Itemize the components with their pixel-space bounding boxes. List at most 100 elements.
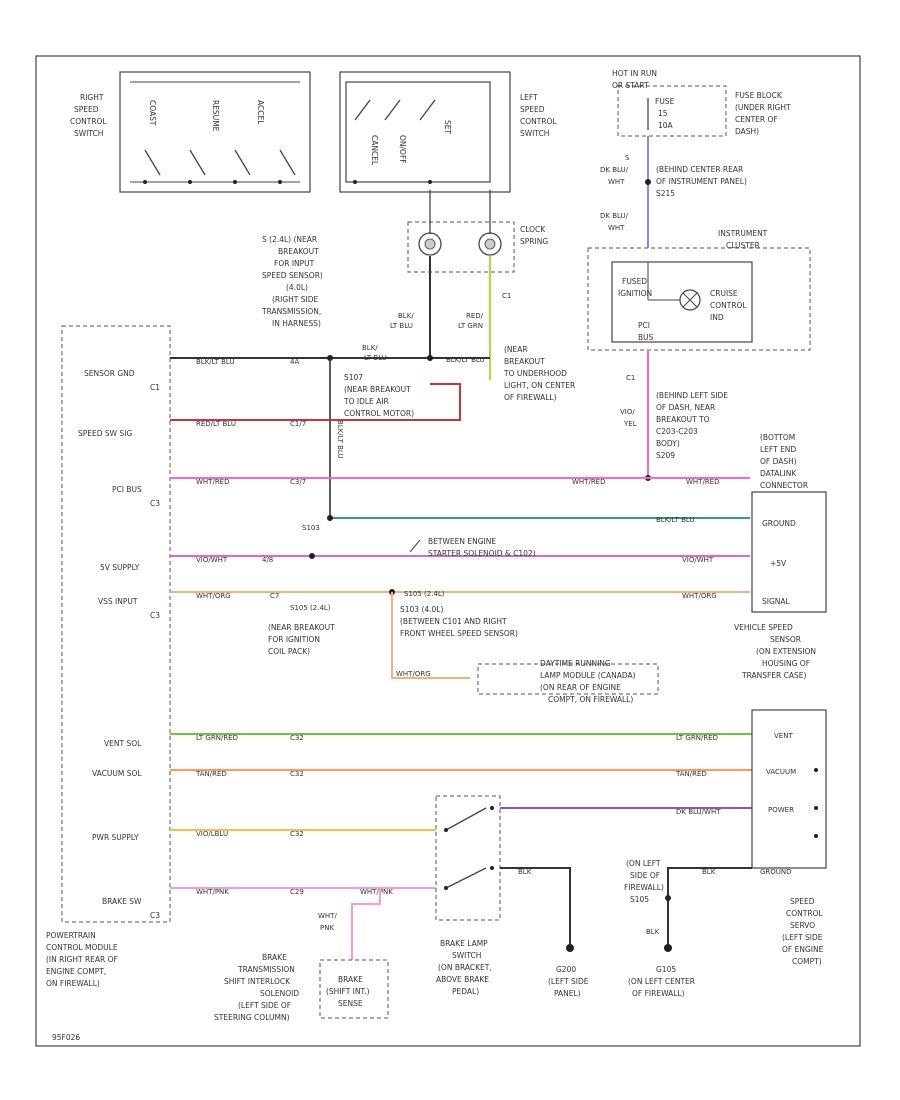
svg-text:(SHIFT INT.): (SHIFT INT.) bbox=[326, 987, 370, 996]
svg-text:WHT/RED: WHT/RED bbox=[572, 478, 606, 486]
left-switch-btn-1: CANCEL bbox=[370, 135, 379, 166]
svg-text:LT GRN/RED: LT GRN/RED bbox=[196, 734, 238, 742]
svg-text:BREAKOUT: BREAKOUT bbox=[504, 357, 545, 366]
wire-bts bbox=[351, 888, 381, 960]
svg-text:(LEFT SIDE: (LEFT SIDE bbox=[548, 977, 589, 986]
pcm-pin-5v-supply: 5V SUPPLY bbox=[100, 563, 140, 572]
svg-text:G105: G105 bbox=[656, 965, 676, 974]
bts-title: BRAKE TRANSMISSION SHIFT INTERLOCK SOLEN… bbox=[214, 953, 299, 1022]
svg-text:15: 15 bbox=[658, 109, 668, 118]
sensor-gnd-wire-labels: BLK/LT BLU 4A BLK/ LT BLU BLK/LT BLU bbox=[196, 344, 485, 366]
svg-text:DK BLU/: DK BLU/ bbox=[600, 166, 629, 174]
svg-text:BLK/LT BLU: BLK/LT BLU bbox=[196, 358, 235, 366]
svg-text:CONNECTOR: CONNECTOR bbox=[760, 481, 808, 490]
svg-text:SPEED SENSOR): SPEED SENSOR) bbox=[262, 271, 323, 280]
svg-text:C3: C3 bbox=[150, 499, 160, 508]
svg-text:TO IDLE AIR: TO IDLE AIR bbox=[343, 397, 389, 406]
svg-text:C32: C32 bbox=[290, 770, 304, 778]
svg-text:CONTROL: CONTROL bbox=[520, 117, 557, 126]
svg-text:(ON EXTENSION: (ON EXTENSION bbox=[756, 647, 816, 656]
svg-text:DK BLU/: DK BLU/ bbox=[600, 212, 629, 220]
svg-text:S215: S215 bbox=[656, 189, 675, 198]
vss-title: VEHICLE SPEED SENSOR (ON EXTENSION HOUSI… bbox=[734, 623, 816, 680]
svg-text:FOR IGNITION: FOR IGNITION bbox=[268, 635, 320, 644]
svg-text:S (2.4L) (NEAR: S (2.4L) (NEAR bbox=[262, 235, 317, 244]
svg-text:C1: C1 bbox=[502, 292, 511, 300]
svg-text:SHIFT INTERLOCK: SHIFT INTERLOCK bbox=[224, 977, 291, 986]
svg-text:INSTRUMENT: INSTRUMENT bbox=[718, 229, 768, 238]
svg-text:PANEL): PANEL) bbox=[554, 989, 581, 998]
svg-text:FUSED: FUSED bbox=[622, 277, 647, 286]
svg-text:OF DASH, NEAR: OF DASH, NEAR bbox=[656, 403, 715, 412]
svg-text:BLK: BLK bbox=[646, 928, 660, 936]
svg-text:(LEFT SIDE: (LEFT SIDE bbox=[782, 933, 823, 942]
right-switch-btn-2: RESUME bbox=[211, 100, 220, 132]
svg-text:4A: 4A bbox=[290, 358, 299, 366]
servo-title: SPEED CONTROL SERVO (LEFT SIDE OF ENGINE… bbox=[782, 897, 824, 966]
svg-text:C203-C203: C203-C203 bbox=[656, 427, 698, 436]
s-near-breakout-label: S (2.4L) (NEAR BREAKOUT FOR INPUT SPEED … bbox=[261, 235, 323, 328]
svg-text:(BEHIND CENTER REAR: (BEHIND CENTER REAR bbox=[656, 165, 743, 174]
drl-module: DAYTIME RUNNING LAMP MODULE (CANADA) (ON… bbox=[477, 659, 659, 704]
right-switch-btn-1: COAST bbox=[148, 100, 157, 126]
splice-s215 bbox=[645, 179, 651, 185]
svg-text:PCI: PCI bbox=[638, 321, 650, 330]
svg-text:CONTROL: CONTROL bbox=[70, 117, 107, 126]
svg-text:WHT: WHT bbox=[608, 224, 625, 232]
svg-text:CONTROL: CONTROL bbox=[710, 301, 747, 310]
pci-bus-wire-labels: WHT/RED C3/7 WHT/RED WHT/RED bbox=[196, 478, 720, 486]
g105-label: G105 (ON LEFT CENTER OF FIREWALL) bbox=[628, 965, 695, 998]
svg-text:C29: C29 bbox=[290, 888, 304, 896]
pcm-title: POWERTRAIN CONTROL MODULE (IN RIGHT REAR… bbox=[46, 931, 118, 988]
svg-text:VIO/WHT: VIO/WHT bbox=[682, 556, 714, 564]
svg-text:(RIGHT SIDE: (RIGHT SIDE bbox=[272, 295, 319, 304]
footer-code: 95F026 bbox=[52, 1033, 80, 1042]
svg-text:S105: S105 bbox=[630, 895, 649, 904]
s103-4l-note: S103 (4.0L) (BETWEEN C101 AND RIGHT FRON… bbox=[400, 605, 518, 638]
svg-text:VEHICLE SPEED: VEHICLE SPEED bbox=[734, 623, 793, 632]
svg-text:SIGNAL: SIGNAL bbox=[762, 597, 791, 606]
svg-text:IN HARNESS): IN HARNESS) bbox=[272, 319, 321, 328]
vent-wire-labels: LT GRN/RED C32 LT GRN/RED bbox=[196, 734, 718, 742]
svg-text:S103 (4.0L): S103 (4.0L) bbox=[400, 605, 443, 614]
speed-sw-wire-labels: RED/LT BLU C1/7 bbox=[196, 420, 306, 428]
svg-text:OR START: OR START bbox=[612, 81, 649, 90]
svg-text:STARTER SOLENOID & C102): STARTER SOLENOID & C102) bbox=[428, 549, 536, 558]
svg-text:ON FIREWALL): ON FIREWALL) bbox=[46, 979, 100, 988]
fuse-block: HOT IN RUN OR START FUSE 15 10A FUSE BLO… bbox=[612, 69, 791, 137]
wire-drl bbox=[391, 592, 470, 679]
pcm-pin-speed-sw: SPEED SW SIG bbox=[78, 429, 132, 438]
svg-text:C1: C1 bbox=[626, 374, 635, 382]
svg-text:BLK/LT BLU: BLK/LT BLU bbox=[446, 356, 485, 364]
pcm-pin-sensor-gnd: SENSOR GND bbox=[84, 369, 135, 378]
svg-text:C32: C32 bbox=[290, 734, 304, 742]
svg-text:OF ENGINE: OF ENGINE bbox=[782, 945, 824, 954]
svg-text:BLK: BLK bbox=[702, 868, 716, 876]
svg-text:BLK/: BLK/ bbox=[398, 312, 414, 320]
svg-text:SPEED: SPEED bbox=[790, 897, 815, 906]
pcm-pin-vss-input: VSS INPUT bbox=[98, 597, 138, 606]
left-switch-btn-3: SET bbox=[443, 120, 452, 134]
svg-text:(UNDER RIGHT: (UNDER RIGHT bbox=[735, 103, 791, 112]
g200-label: G200 (LEFT SIDE PANEL) bbox=[548, 965, 589, 998]
svg-text:HOUSING OF: HOUSING OF bbox=[762, 659, 810, 668]
svg-text:DASH): DASH) bbox=[735, 127, 759, 136]
svg-text:SWITCH: SWITCH bbox=[452, 951, 481, 960]
svg-text:DAYTIME RUNNING: DAYTIME RUNNING bbox=[540, 659, 611, 668]
svg-text:BRAKE LAMP: BRAKE LAMP bbox=[440, 939, 488, 948]
svg-text:WHT/RED: WHT/RED bbox=[686, 478, 720, 486]
datalink-label: (BOTTOM LEFT END OF DASH) DATALINK CONNE… bbox=[760, 433, 808, 490]
svg-text:POWER: POWER bbox=[768, 806, 794, 814]
svg-text:CRUISE: CRUISE bbox=[710, 289, 738, 298]
right-switch-label: RIGHT SPEED CONTROL SWITCH bbox=[70, 93, 107, 138]
svg-text:LAMP MODULE (CANADA): LAMP MODULE (CANADA) bbox=[540, 671, 636, 680]
svg-text:LIGHT, ON CENTER: LIGHT, ON CENTER bbox=[504, 381, 575, 390]
svg-text:WHT/ORG: WHT/ORG bbox=[682, 592, 717, 600]
svg-text:DATALINK: DATALINK bbox=[760, 469, 797, 478]
svg-text:LEFT END: LEFT END bbox=[760, 445, 796, 454]
right-speed-control-switch: COAST RESUME ACCEL bbox=[119, 71, 311, 193]
svg-text:SENSOR: SENSOR bbox=[770, 635, 801, 644]
svg-text:HOT IN RUN: HOT IN RUN bbox=[612, 69, 657, 78]
svg-text:S209: S209 bbox=[656, 451, 675, 460]
svg-text:STEERING COLUMN): STEERING COLUMN) bbox=[214, 1013, 290, 1022]
